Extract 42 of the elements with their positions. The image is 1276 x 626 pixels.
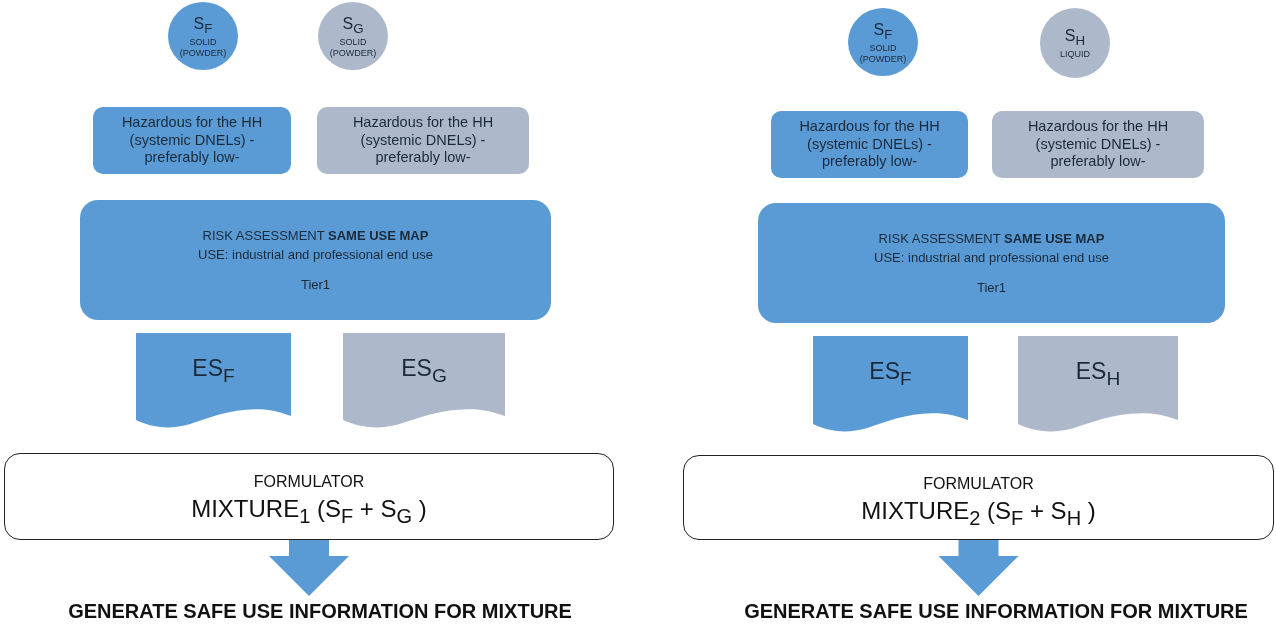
formulator-box	[683, 455, 1274, 540]
risk-assessment-heading: RISK ASSESSMENT SAME USE MAP	[202, 227, 429, 244]
tier-text: Tier1	[976, 279, 1007, 296]
physical-state-text: SOLID (POWDER)	[858, 42, 908, 65]
exposure-scenario-document	[343, 333, 505, 428]
substance-symbol: S$_{H}$	[1064, 26, 1086, 50]
use-text: USE: industrial and professional end use	[874, 250, 1109, 266]
mixture-formula: MIXTURE$_{2}$ (S$_{F}$ + S$_{H}$ )	[861, 497, 1096, 530]
hazard-card	[992, 111, 1204, 178]
substance-symbol: S$_{F}$	[873, 19, 893, 43]
exposure-scenario-document	[813, 336, 968, 432]
physical-state-text: SOLID (POWDER)	[328, 36, 378, 59]
tier-text: Tier1	[300, 276, 331, 293]
formulator-label: FORMULATOR	[923, 474, 1034, 494]
formulator-box	[4, 453, 614, 540]
scenario-label: ES$_{G}$	[401, 355, 447, 387]
risk-assessment-panel	[80, 200, 551, 320]
risk-assessment-heading: RISK ASSESSMENT SAME USE MAP	[878, 230, 1105, 247]
hazard-text: Hazardous for the HH (systemic DNELs) -preferably low-	[798, 118, 941, 171]
risk-assessment-panel	[758, 203, 1225, 323]
mixture-formula: MIXTURE$_{1}$ (S$_{F}$ + S$_{G}$ )	[191, 495, 427, 528]
use-text: USE: industrial and professional end use	[198, 247, 433, 263]
physical-state-text: SOLID (POWDER)	[178, 36, 228, 59]
scenario-label: ES$_{H}$	[1075, 358, 1121, 390]
hazard-card	[317, 107, 529, 174]
outcome-heading: GENERATE SAFE USE INFORMATION FOR MIXTURE	[68, 599, 572, 623]
physical-state-text: LIQUID	[1060, 49, 1090, 60]
formulator-label: FORMULATOR	[253, 472, 365, 492]
scenario-label: ES$_{F}$	[869, 358, 912, 390]
outcome-heading: GENERATE SAFE USE INFORMATION FOR MIXTURE	[744, 599, 1248, 623]
hazard-text: Hazardous for the HH (systemic DNELs) -preferably low-	[351, 114, 495, 167]
scenario-label: ES$_{F}$	[192, 355, 235, 387]
substance-symbol: S$_{F}$	[193, 13, 213, 37]
substance-symbol: S$_{G}$	[342, 13, 364, 37]
hazard-text: Hazardous for the HH (systemic DNELs) -preferably low-	[120, 114, 264, 167]
hazard-card	[93, 107, 291, 174]
exposure-scenario-document	[1018, 336, 1178, 432]
block-arrow	[269, 540, 349, 596]
hazard-card	[771, 111, 968, 178]
hazard-text: Hazardous for the HH (systemic DNELs) -preferably low-	[1026, 118, 1170, 171]
block-arrow	[938, 540, 1019, 596]
exposure-scenario-document	[136, 333, 291, 428]
